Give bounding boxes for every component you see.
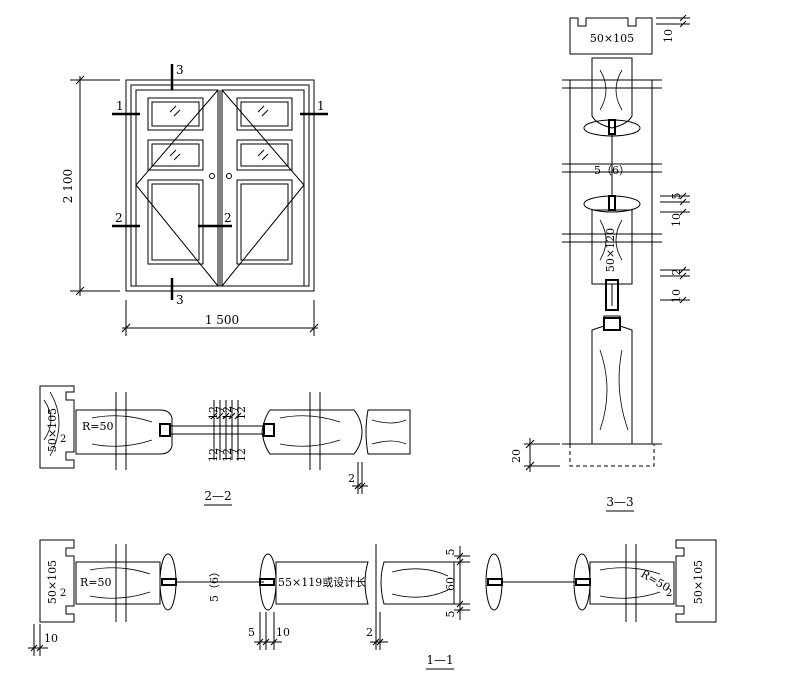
dim-11-5a: 5 (444, 549, 457, 556)
dim-11-10: 10 (44, 632, 58, 645)
dim-11-5c: 5 (248, 626, 255, 639)
section-1-1: 50×105 2 50×105 2 R=50 5（6） 55×119或设计长 R… (28, 539, 717, 670)
dim-11-10b: 10 (276, 626, 290, 639)
gap-label-22: 2 (60, 434, 66, 445)
dim-11-56: 5（6） (208, 566, 221, 602)
dim-11-60: 60 (444, 577, 457, 591)
section-mark-3-bottom: 3 (176, 293, 184, 307)
dim-22-bot-3: 12 (221, 448, 234, 462)
gap-label-11-right: 2 (666, 588, 672, 599)
dim-22-bot-4: 7 (228, 448, 241, 455)
dim-22-2: 2 (348, 472, 355, 485)
dim-33-10c: 10 (670, 289, 683, 303)
dim-22-bot-1: 12 (207, 448, 220, 462)
frame-size-label-33: 50×105 (590, 32, 634, 45)
dim-22-bot-2: 7 (214, 448, 227, 455)
dim-33-5: 5 (670, 193, 683, 200)
radius-label-11-right: R=50 (639, 567, 673, 594)
frame-size-label-11-right: 50×105 (692, 560, 705, 604)
radius-label-22: R=50 (82, 420, 114, 433)
height-dimension: 2 100 (61, 169, 75, 203)
section-mark-2-left: 2 (115, 211, 123, 225)
frame-size-label-11-left: 50×105 (46, 560, 59, 604)
dim-33-20: 20 (510, 449, 523, 463)
dim-22-bot-5: 12 (235, 448, 248, 462)
width-dimension: 1 500 (205, 313, 239, 327)
stile-size-label-33: 50×120 (604, 228, 617, 272)
section-mark-1-left: 1 (116, 99, 124, 113)
panel-size-label-11: 55×119或设计长 (278, 576, 366, 589)
dim-33-56: 5（6） (594, 164, 630, 177)
dim-33-2: 2 (670, 269, 683, 276)
section-title-11: 1—1 (426, 653, 453, 667)
dim-22-top-4: 7 (228, 406, 241, 413)
dim-33-10a: 10 (662, 29, 675, 43)
dim-11-2: 2 (366, 626, 373, 639)
section-mark-3-top: 3 (176, 63, 184, 77)
door-elevation: 1 1 2 2 3 3 2 100 1 500 (61, 63, 328, 336)
section-mark-1-right: 1 (317, 99, 325, 113)
dim-22-top-3: 12 (221, 406, 234, 420)
section-3-3: 50×105 10 5（6） 50×120 5 10 (510, 14, 690, 512)
section-mark-2-right: 2 (224, 211, 232, 225)
dim-22-top-5: 12 (235, 406, 248, 420)
dim-22-top-1: 12 (207, 406, 220, 420)
section-title-33: 3—3 (606, 495, 633, 509)
section-title-22: 2—2 (204, 489, 231, 503)
radius-label-11-left: R=50 (80, 576, 112, 589)
dim-11-5b: 5 (444, 611, 457, 618)
dim-33-10b: 10 (670, 213, 683, 227)
dim-22-top-2: 7 (214, 406, 227, 413)
frame-size-label-22: 50×105 (46, 408, 59, 452)
gap-label-11-left: 2 (60, 588, 66, 599)
section-2-2: 50×105 2 R=50 12 7 12 7 12 12 7 12 (39, 385, 411, 506)
